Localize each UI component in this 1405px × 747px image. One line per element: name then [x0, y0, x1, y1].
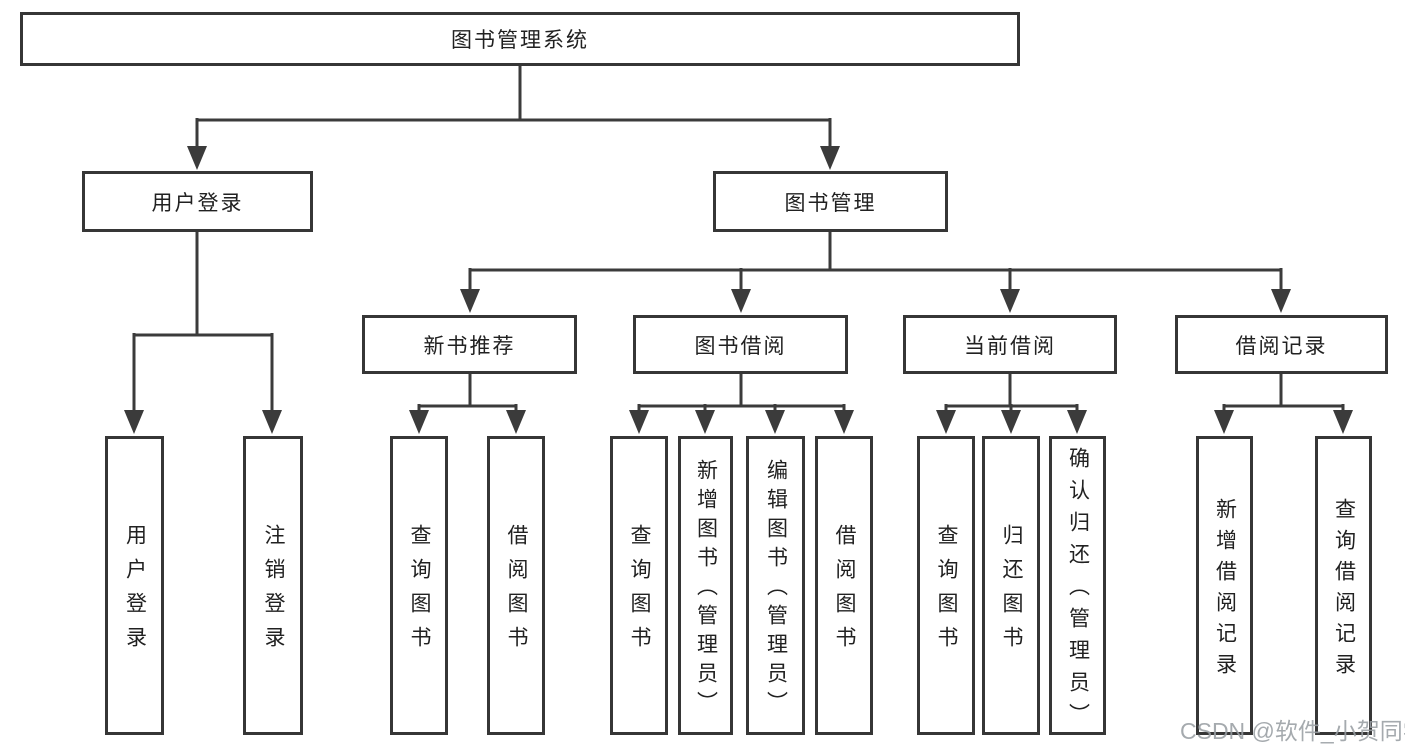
node-label: 图书管理系统 [451, 29, 589, 52]
node-label: 查询借阅记录 [1332, 497, 1356, 684]
arrowhead-icon [1271, 289, 1291, 313]
arrowhead-icon [1000, 289, 1020, 313]
node-borrow-books-recommend: 借阅图书 [487, 436, 545, 735]
node-user-login-leaf: 用户登录 [105, 436, 164, 735]
node-label: 借阅记录 [1235, 334, 1328, 358]
arrowhead-icon [1001, 410, 1021, 434]
node-edit-book-admin: 编辑图书（管理员） [746, 436, 805, 735]
arrowhead-icon [506, 410, 526, 434]
node-label: 新增借阅记录 [1213, 497, 1237, 684]
node-label: 注销登录 [262, 524, 285, 660]
arrowhead-icon [460, 289, 480, 313]
arrowhead-icon [629, 410, 649, 434]
node-label: 查询图书 [408, 524, 431, 660]
watermark: CSDN @软件_小贺同学 [1180, 718, 1405, 744]
connector-book-management [460, 231, 1291, 313]
arrowhead-icon [834, 410, 854, 434]
connector-book-borrow [629, 373, 854, 434]
node-label: 编辑图书（管理员） [764, 459, 788, 720]
arrowhead-icon [695, 410, 715, 434]
node-query-books-borrow: 查询图书 [610, 436, 668, 735]
node-book-management: 图书管理 [713, 171, 948, 232]
connector-root-to-level2 [187, 65, 840, 170]
arrowhead-icon [187, 146, 207, 170]
node-return-books: 归还图书 [982, 436, 1040, 735]
arrowhead-icon [1214, 410, 1234, 434]
arrowhead-icon [124, 410, 144, 434]
node-label: 新增图书（管理员） [694, 459, 718, 720]
connector-current-borrow [936, 373, 1087, 434]
connector-user-login [124, 231, 282, 434]
node-book-borrowing: 图书借阅 [633, 315, 848, 374]
node-label: 借阅图书 [833, 524, 856, 660]
connector-borrow-records [1214, 373, 1353, 434]
node-new-book-recommend: 新书推荐 [362, 315, 577, 374]
arrowhead-icon [409, 410, 429, 434]
node-borrow-books: 借阅图书 [815, 436, 873, 735]
arrowhead-icon [936, 410, 956, 434]
arrowhead-icon [765, 410, 785, 434]
node-label: 借阅图书 [505, 524, 528, 660]
node-label: 查询图书 [935, 524, 958, 660]
node-library-system: 图书管理系统 [20, 12, 1020, 66]
node-label: 查询图书 [628, 524, 651, 660]
arrowhead-icon [731, 289, 751, 313]
arrowhead-icon [262, 410, 282, 434]
node-confirm-return-admin: 确认归还（管理员） [1049, 436, 1106, 735]
arrowhead-icon [1067, 410, 1087, 434]
node-add-book-admin: 新增图书（管理员） [678, 436, 733, 735]
node-label: 图书管理 [784, 191, 877, 215]
arrowhead-icon [1333, 410, 1353, 434]
node-label: 用户登录 [123, 524, 147, 660]
node-label: 当前借阅 [964, 334, 1056, 358]
node-query-books-current: 查询图书 [917, 436, 975, 735]
node-label: 确认归还（管理员） [1066, 447, 1090, 735]
node-add-borrow-record: 新增借阅记录 [1196, 436, 1253, 735]
node-user-login: 用户登录 [82, 171, 313, 232]
node-query-borrow-record: 查询借阅记录 [1315, 436, 1372, 735]
node-current-borrowing: 当前借阅 [903, 315, 1117, 374]
node-borrowing-records: 借阅记录 [1175, 315, 1388, 374]
connector-new-books [409, 373, 526, 434]
node-logout: 注销登录 [243, 436, 303, 735]
node-query-books-recommend: 查询图书 [390, 436, 448, 735]
node-label: 图书借阅 [694, 334, 787, 358]
node-label: 用户登录 [151, 191, 244, 215]
node-label: 归还图书 [1000, 524, 1023, 660]
arrowhead-icon [820, 146, 840, 170]
node-label: 新书推荐 [423, 334, 516, 358]
